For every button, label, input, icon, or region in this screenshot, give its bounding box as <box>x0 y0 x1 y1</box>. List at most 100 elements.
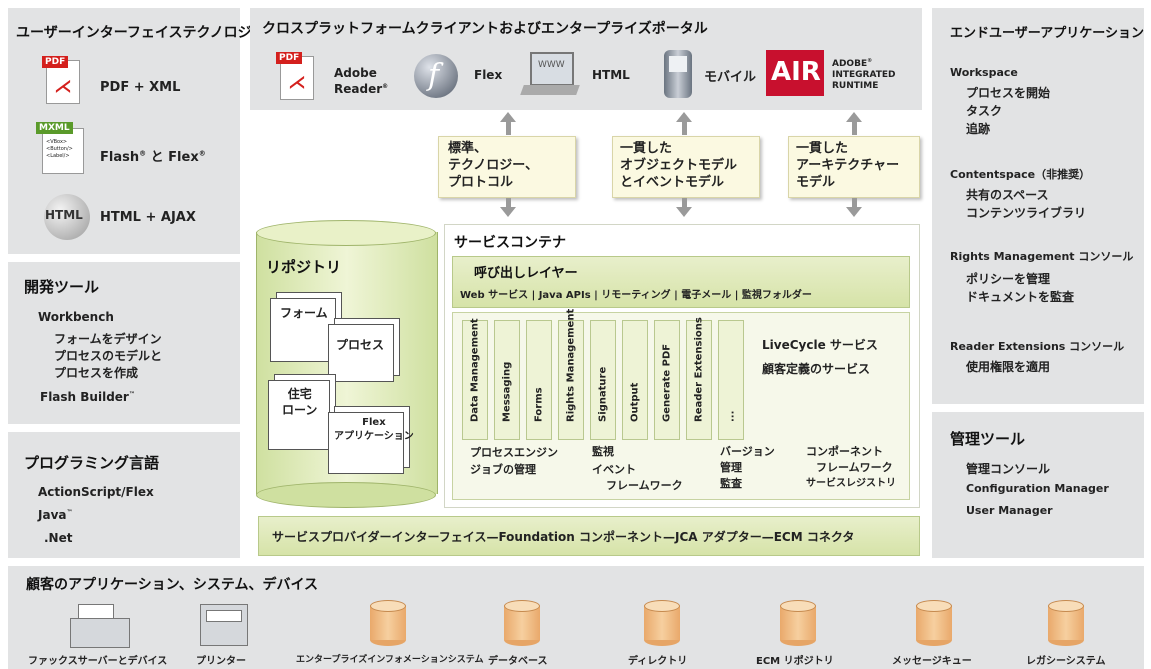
loan-doc-label: 住宅 ローン <box>282 386 317 418</box>
air-line: ADOBE <box>832 59 868 69</box>
contentspace-title: Contentspace（非推奨） <box>950 168 1091 181</box>
foundation-item: フレームワーク <box>606 479 683 492</box>
html-icon-label: HTML <box>45 208 83 222</box>
service-column-messaging: Messaging <box>494 320 520 440</box>
eis-database-icon <box>370 600 406 646</box>
arrow-up-icon <box>846 112 862 122</box>
standards-line: 標準、 <box>448 141 488 156</box>
laptop-screen-label: WWW <box>538 60 565 70</box>
invocation-layer <box>452 256 910 308</box>
language-item: .Net <box>44 531 73 545</box>
flex-label: と Flex <box>146 150 199 165</box>
ui-tech-title: ユーザーインターフェイステクノロジー <box>16 25 266 41</box>
workspace-title: Workspace <box>950 66 1018 79</box>
legacy-system-label: レガシーシステム <box>1026 656 1106 667</box>
java-text: Java <box>38 508 67 522</box>
foundation-item: 管理 <box>720 461 742 474</box>
printer-label: プリンター <box>196 656 246 667</box>
html-client-label: HTML <box>592 68 630 82</box>
foundation-col-3: バージョン 管理 監査 <box>720 444 775 492</box>
service-column-signature: Signature <box>590 320 616 440</box>
languages-title: プログラミング言語 <box>24 454 160 472</box>
ecm-repository-icon <box>780 600 816 646</box>
object-model-line: オブジェクトモデル <box>620 158 738 173</box>
standards-box-text: 標準、 テクノロジー、 プロトコル <box>448 140 538 191</box>
message-queue-icon <box>916 600 952 646</box>
loan-line: ローン <box>282 403 318 417</box>
process-doc-label: プロセス <box>336 338 385 352</box>
mxml-code-line: <Button/> <box>46 146 73 152</box>
standards-line: テクノロジー、 <box>448 158 539 173</box>
livecycle-label: LiveCycle サービス <box>762 338 878 352</box>
database-icon <box>504 600 540 646</box>
foundation-item: 監視 <box>592 445 614 458</box>
workbench-item: プロセスを作成 <box>54 366 139 380</box>
air-icon: AIR <box>766 50 824 96</box>
laptop-icon: WWW <box>520 52 580 98</box>
flex-client-label: Flex <box>474 68 503 82</box>
mxml-code-line: <VBox> <box>46 139 68 145</box>
air-label: ADOBE® INTEGRATED RUNTIME <box>832 58 896 91</box>
service-column-reader-extensions: Reader Extensions <box>686 317 712 440</box>
workspace-item: プロセスを開始 <box>966 86 1051 100</box>
foundation-col-4: コンポーネント フレームワーク サービスレジストリ <box>806 444 896 492</box>
object-model-line: とイベントモデル <box>620 175 725 190</box>
standards-line: プロトコル <box>448 175 514 190</box>
dev-tools-panel <box>8 262 240 424</box>
html-ajax-label: HTML + AJAX <box>100 210 196 225</box>
workspace-item: タスク <box>966 104 1003 118</box>
workbench-item: フォームをデザイン <box>54 332 162 346</box>
html-icon <box>44 194 90 240</box>
admin-item: 管理コンソール <box>966 462 1051 476</box>
foundation-item: プロセスエンジン <box>470 446 558 459</box>
flash-builder-label: Flash Builder™ <box>40 390 135 404</box>
admin-item: User Manager <box>966 504 1053 517</box>
object-model-line: 一貫した <box>620 141 673 156</box>
reader-label: Reader® <box>334 82 389 96</box>
mxml-code-line: <Label/> <box>46 153 70 159</box>
invocation-title: 呼び出しレイヤー <box>474 266 578 281</box>
foundation-item: バージョン <box>720 445 775 458</box>
foundation-item: ジョブの管理 <box>470 463 536 476</box>
foundation-item: 監査 <box>720 477 742 490</box>
language-item: ActionScript/Flex <box>38 485 154 499</box>
end-user-apps-panel <box>932 8 1144 404</box>
service-label: Rights Management <box>565 308 577 422</box>
clients-title: クロスプラットフォームクライアントおよびエンタープライズポータル <box>262 21 708 37</box>
architecture-line: モデル <box>796 175 836 190</box>
contentspace-item: 共有のスペース <box>966 188 1049 202</box>
foundation-item: フレームワーク <box>816 461 893 474</box>
reader-console-title: Reader Extensions コンソール <box>950 340 1125 353</box>
flex-app-doc <box>328 412 404 474</box>
arrow-stem <box>682 121 687 135</box>
admin-tools-title: 管理ツール <box>950 430 1026 448</box>
service-label: Forms <box>533 387 545 422</box>
custom-services-label: 顧客定義のサービス <box>762 362 871 376</box>
arrow-stem <box>506 198 511 208</box>
flex-app-line: Flex <box>362 417 386 428</box>
arrow-stem <box>852 121 857 135</box>
service-label: Messaging <box>501 361 513 422</box>
architecture-model-box <box>788 136 920 198</box>
reader-badge: PDF <box>276 52 303 64</box>
arrow-down-icon <box>500 207 516 217</box>
workbench-item: プロセスのモデルと <box>54 349 163 363</box>
air-line: RUNTIME <box>832 81 879 91</box>
customer-systems-panel <box>8 566 1144 669</box>
fax-icon <box>70 604 130 648</box>
workspace-item: 追跡 <box>966 122 991 136</box>
workbench-label: Workbench <box>38 310 114 324</box>
object-model-box-text: 一貫した オブジェクトモデル とイベントモデル <box>620 140 737 191</box>
customer-systems-title: 顧客のアプリケーション、システム、デバイス <box>26 577 319 593</box>
adobe-reader-icon: PDF ⋌ <box>276 52 314 100</box>
directory-icon <box>644 600 680 646</box>
arrow-stem <box>852 198 857 208</box>
flash-flex-label: Flash® と Flex® <box>100 149 206 165</box>
arrow-up-icon <box>500 112 516 122</box>
mobile-label: モバイル <box>704 70 757 85</box>
end-user-apps-title: エンドユーザーアプリケーション <box>950 26 1144 41</box>
languages-panel <box>8 432 240 558</box>
flex-app-line: アプリケーション <box>334 431 414 442</box>
arrow-up-icon <box>676 112 692 122</box>
repository-title: リポジトリ <box>266 258 342 276</box>
